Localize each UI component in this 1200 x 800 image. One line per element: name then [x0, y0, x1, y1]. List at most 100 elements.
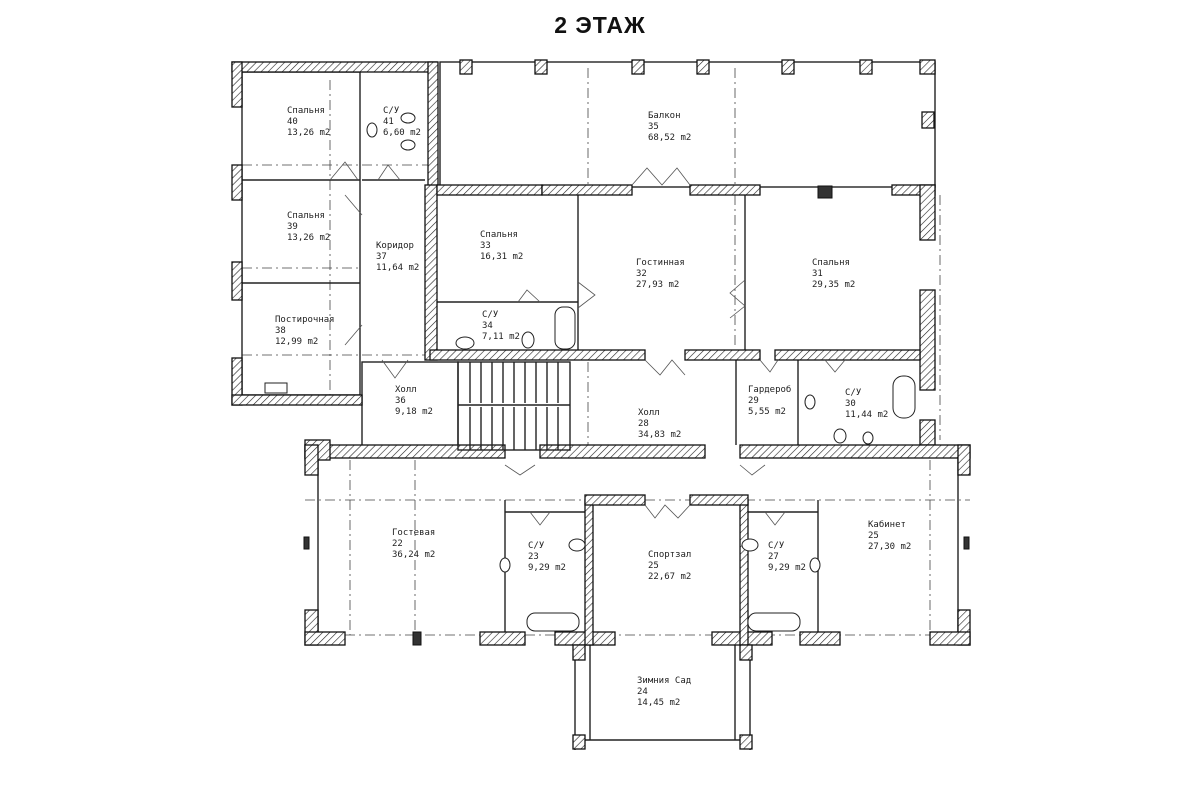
- toilet-icon: [400, 112, 416, 124]
- room-area: 13,26 m2: [287, 128, 330, 138]
- room-name: С/У: [845, 388, 862, 398]
- room-area: 13,26 m2: [287, 233, 330, 243]
- room-name: Балкон: [648, 111, 681, 121]
- room-name: Гардероб: [748, 384, 791, 395]
- room-name: С/У: [768, 541, 785, 551]
- room-number: 41: [383, 117, 394, 127]
- sink-icon: [499, 557, 511, 573]
- room-number: 27: [768, 552, 779, 562]
- room-name: Кабинет: [868, 519, 906, 530]
- room-area: 68,52 m2: [648, 133, 691, 143]
- toilet-icon: [400, 139, 416, 151]
- room-number: 23: [528, 552, 539, 562]
- room-area: 14,45 m2: [637, 698, 680, 708]
- room-area: 27,30 m2: [868, 542, 911, 552]
- room-number: 28: [638, 419, 649, 429]
- bathtub-icon: [554, 306, 576, 350]
- bathtub-icon: [526, 612, 580, 632]
- room-area: 7,11 m2: [482, 332, 520, 342]
- room-number: 34: [482, 321, 493, 331]
- room-number: 39: [287, 222, 298, 232]
- sink-icon: [804, 394, 816, 410]
- room-name: Гостевая: [392, 528, 435, 538]
- room-number: 35: [648, 122, 659, 132]
- room-name: С/У: [383, 106, 400, 116]
- room-area: 29,35 m2: [812, 280, 855, 290]
- room-area: 11,64 m2: [376, 263, 419, 273]
- room-number: 33: [480, 241, 491, 251]
- washing-machine-icon: [264, 382, 288, 394]
- room-area: 34,83 m2: [638, 430, 681, 440]
- toilet-icon: [833, 428, 847, 444]
- sink-icon: [809, 557, 821, 573]
- room-number: 30: [845, 399, 856, 409]
- sanitary-fixtures: [264, 112, 916, 632]
- bathtub-icon: [747, 612, 801, 632]
- room-area: 22,67 m2: [648, 572, 691, 582]
- room-area: 9,18 m2: [395, 407, 433, 417]
- room-name: С/У: [482, 310, 499, 320]
- room-area: 27,93 m2: [636, 280, 679, 290]
- sink-icon: [455, 336, 475, 350]
- toilet-icon: [568, 538, 586, 552]
- doors: [329, 161, 846, 526]
- room-name: Коридор: [376, 241, 414, 251]
- room-area: 9,29 m2: [768, 563, 806, 573]
- room-area: 11,44 m2: [845, 410, 888, 420]
- room-area: 16,31 m2: [480, 252, 523, 262]
- room-number: 24: [637, 687, 648, 697]
- room-area: 12,99 m2: [275, 337, 318, 347]
- room-area: 36,24 m2: [392, 550, 435, 560]
- toilet-icon: [862, 431, 874, 445]
- room-name: С/У: [528, 541, 545, 551]
- room-name: Спальня: [287, 106, 325, 116]
- room-name: Спальня: [480, 230, 518, 240]
- floor-title: 2 ЭТАЖ: [554, 12, 646, 38]
- room-number: 32: [636, 269, 647, 279]
- axis-lines: [242, 68, 970, 636]
- room-name: Холл: [395, 385, 417, 395]
- room-number: 29: [748, 396, 759, 406]
- room-name: Гостинная: [636, 258, 685, 268]
- staircase: [457, 361, 571, 451]
- room-area: 9,29 m2: [528, 563, 566, 573]
- room-number: 38: [275, 326, 286, 336]
- room-number: 22: [392, 539, 403, 549]
- room-number: 36: [395, 396, 406, 406]
- room-name: Зимния Сад: [637, 676, 691, 686]
- walls: [231, 59, 971, 750]
- room-number: 25: [868, 531, 879, 541]
- toilet-icon: [741, 538, 759, 552]
- room-number: 37: [376, 252, 387, 262]
- sink-icon: [366, 122, 378, 138]
- toilet-icon: [521, 331, 535, 349]
- room-area: 6,60 m2: [383, 128, 421, 138]
- room-name: Спортзал: [648, 550, 691, 560]
- room-name: Постирочная: [275, 315, 335, 325]
- room-name: Спальня: [812, 258, 850, 268]
- room-number: 25: [648, 561, 659, 571]
- room-number: 31: [812, 269, 823, 279]
- room-name: Спальня: [287, 211, 325, 221]
